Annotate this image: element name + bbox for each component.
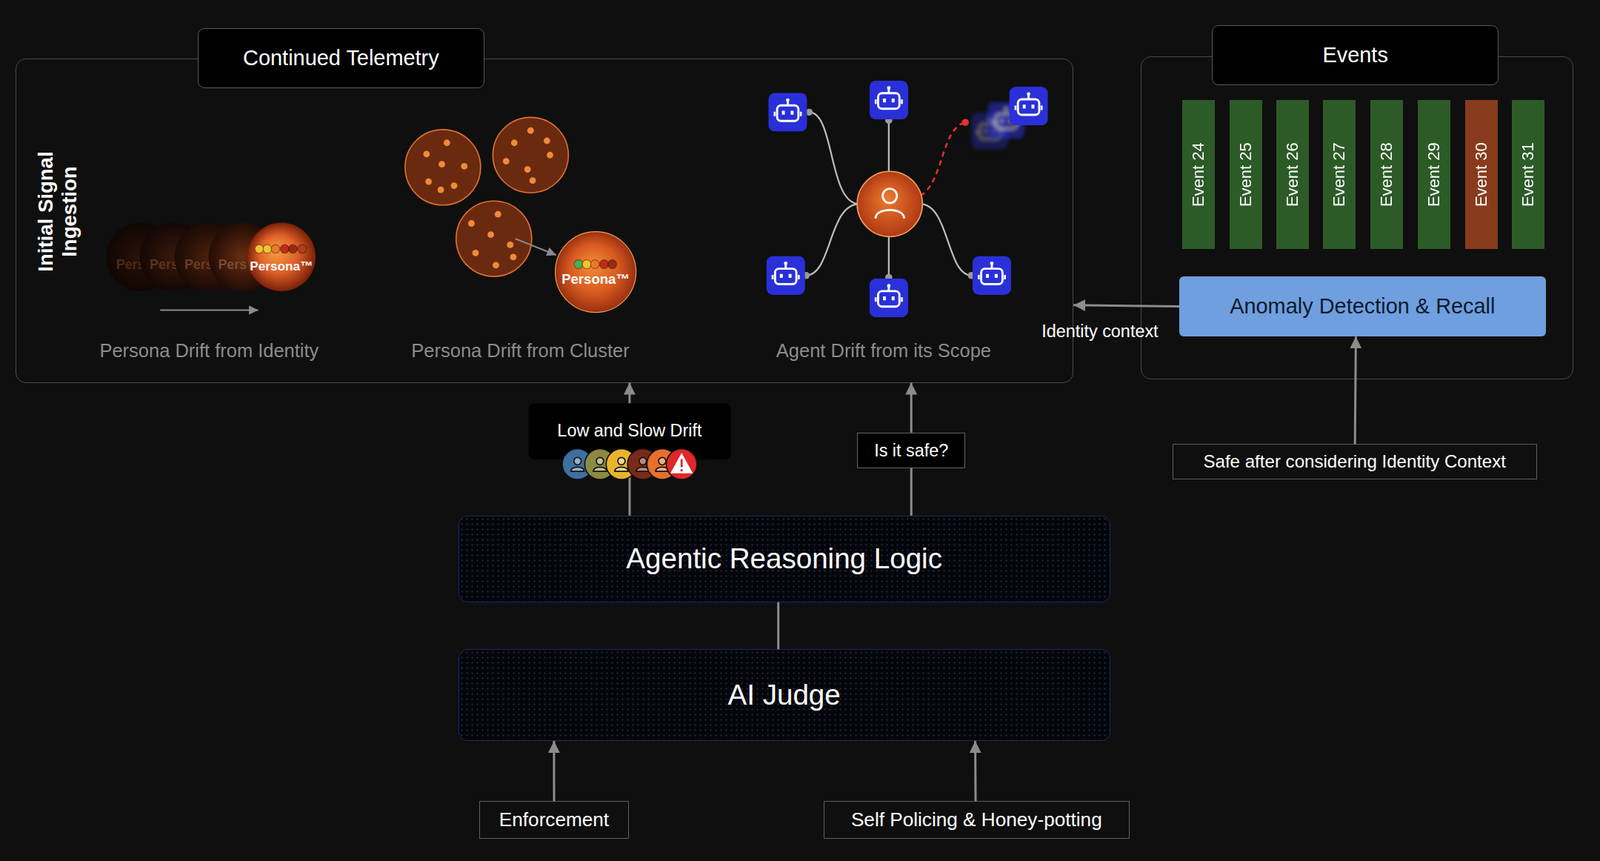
connector-arrow	[1073, 305, 1180, 307]
identity-hub	[857, 171, 923, 237]
edge-label: Low and Slow Drift	[528, 402, 732, 460]
box-label: Enforcement	[480, 801, 628, 838]
box-label: Anomaly Detection & Recall	[1179, 276, 1546, 337]
agent-icon	[869, 278, 909, 318]
event-bar: Event 26	[1276, 100, 1309, 249]
event-bar: Event 31	[1511, 100, 1545, 249]
cluster-circle	[456, 200, 532, 277]
agent-icon	[1008, 86, 1048, 126]
events-panel: EventsEvent 24Event 25Event 26Event 27Ev…	[1140, 56, 1574, 380]
cluster-circle	[405, 129, 481, 206]
input-box: Enforcement	[479, 800, 629, 839]
connector-arrow	[552, 740, 555, 801]
process-box: Anomaly Detection & Recall	[1179, 276, 1546, 337]
agent-icon	[768, 92, 807, 132]
ghost-agent	[987, 102, 1025, 140]
agent-links	[805, 111, 972, 278]
caption: Agent Drift from its Scope	[720, 337, 1048, 365]
box-label: AI Judge	[459, 649, 1110, 740]
event-label: Event 24	[1182, 100, 1215, 249]
panel-title: Events	[1211, 25, 1499, 86]
process-box: Agentic Reasoning Logic	[458, 515, 1111, 603]
event-bar: Event 29	[1417, 100, 1451, 249]
link-dot	[885, 117, 893, 125]
circle-outline	[246, 222, 317, 292]
event-bar: Event 24	[1182, 100, 1215, 249]
input-box: Safe after considering Identity Context	[1172, 443, 1538, 480]
ghost-agent	[971, 111, 1009, 149]
agent-icon	[766, 256, 806, 295]
event-label: Event 25	[1229, 100, 1263, 249]
box-label: Agentic Reasoning Logic	[459, 516, 1110, 602]
event-bar: Event 30	[1465, 100, 1498, 249]
input-box: Self Policing & Honey-potting	[823, 800, 1130, 839]
connector-arrow	[777, 602, 780, 649]
drift-arrow	[515, 238, 557, 255]
connector-arrow	[974, 740, 978, 801]
panel-title: Continued Telemetry	[197, 28, 485, 89]
drift-path	[920, 122, 966, 196]
event-label: Event 29	[1417, 100, 1451, 249]
telemetry-panel: Continued TelemetryPersPersPersPersPerso…	[15, 58, 1075, 383]
agent-icon	[869, 80, 909, 120]
warning-icon	[680, 459, 683, 468]
link-dot	[885, 274, 893, 282]
connector-arrow	[1354, 336, 1356, 444]
event-label: Event 27	[1322, 100, 1356, 249]
persona-circle: Persona™	[246, 222, 317, 292]
drift-arrow	[160, 309, 258, 312]
event-bar: Event 25	[1229, 100, 1263, 249]
persona-disc	[247, 222, 316, 292]
cluster-circle	[492, 117, 569, 193]
link-dot	[968, 271, 976, 280]
event-label: Event 28	[1370, 100, 1403, 249]
persona-label: Persona™	[554, 231, 637, 313]
edge-label: Is it safe?	[857, 432, 966, 469]
edge-label: Identity context	[1041, 320, 1158, 341]
event-label: Event 30	[1465, 100, 1498, 249]
event-bar: Event 27	[1322, 100, 1356, 249]
link-dot	[802, 271, 810, 280]
agent-icon	[972, 256, 1012, 295]
persona-label: Persona™	[246, 222, 317, 292]
process-box: AI Judge	[458, 648, 1111, 741]
event-label: Event 31	[1511, 100, 1545, 249]
event-bar: Event 28	[1370, 100, 1403, 249]
persona-disc	[555, 231, 637, 313]
warning-icon	[680, 468, 683, 472]
caption: Persona Drift from Cluster	[357, 337, 684, 365]
link-dot	[805, 108, 814, 117]
section-label: Initial Signal Ingestion	[28, 134, 86, 289]
persona-circle: Persona™	[554, 231, 637, 313]
box-label: Self Policing & Honey-potting	[824, 801, 1129, 838]
box-label: Safe after considering Identity Context	[1173, 444, 1537, 479]
caption: Persona Drift from Identity	[45, 337, 373, 365]
link-dot	[961, 118, 969, 126]
event-label: Event 26	[1276, 100, 1309, 249]
